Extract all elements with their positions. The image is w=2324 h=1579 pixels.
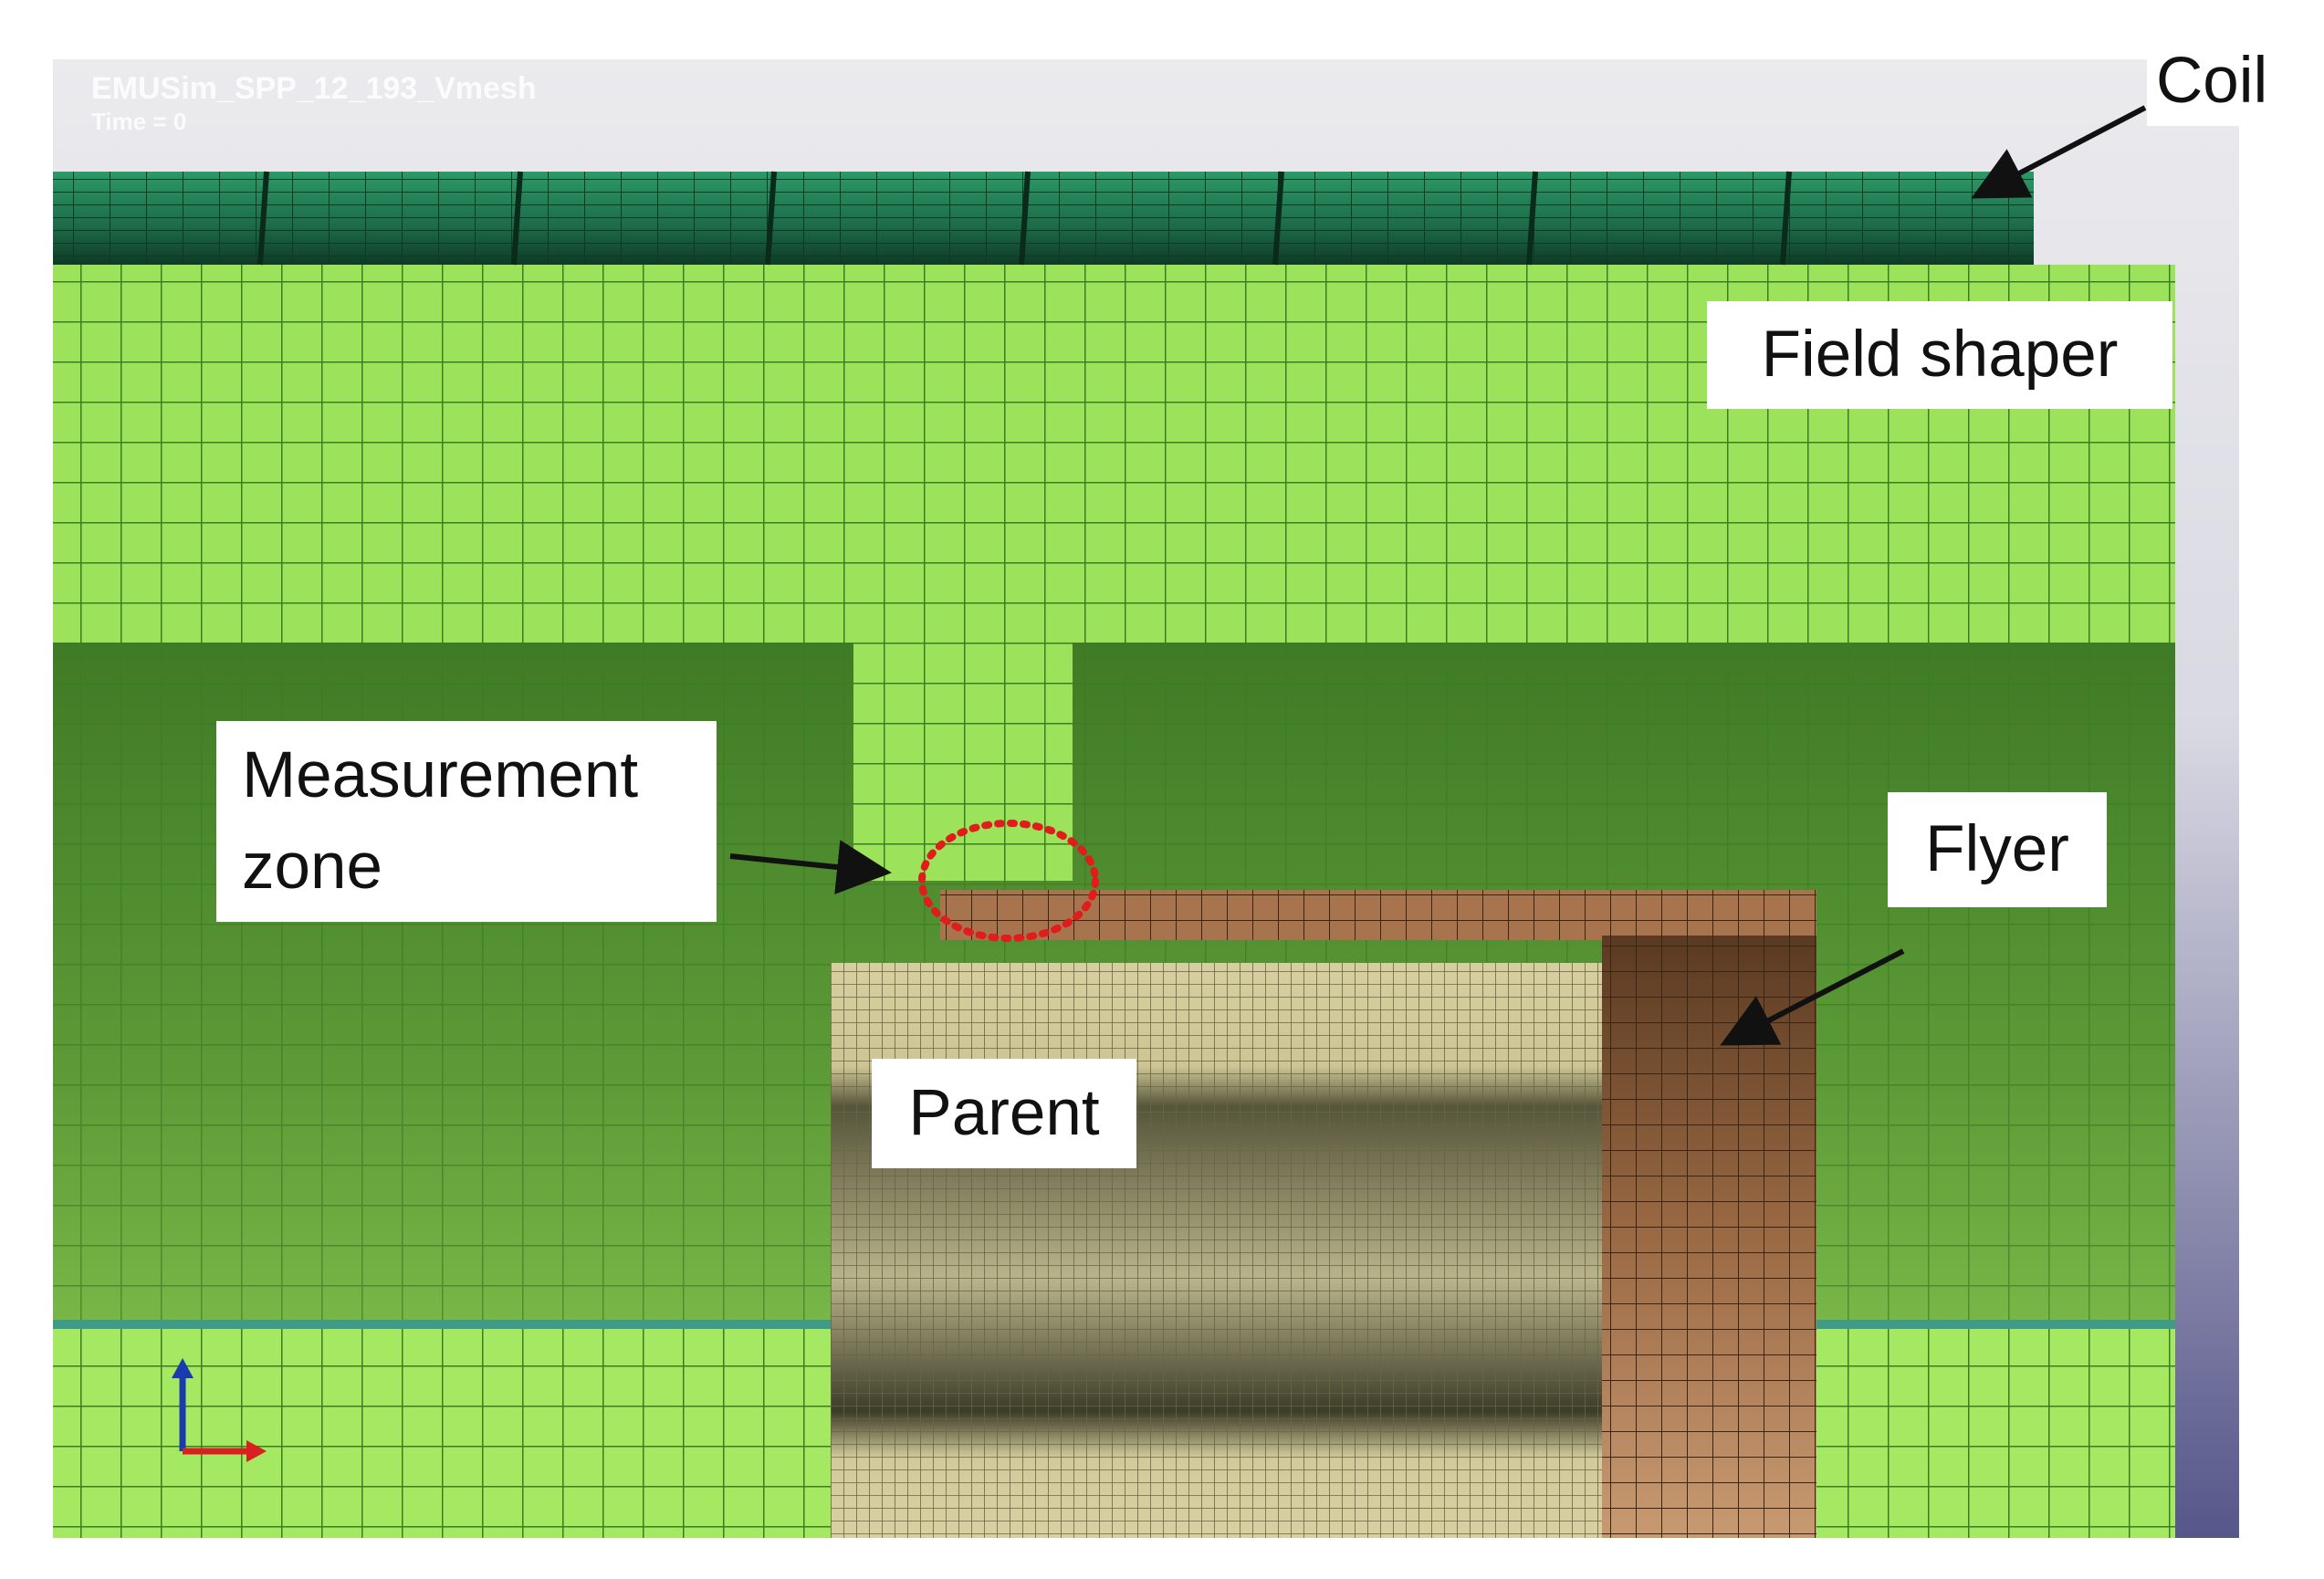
coil-grid (53, 172, 2034, 265)
measurement-zone-label-line1: Measurement (242, 739, 639, 811)
coil-label: Coil (2147, 37, 2277, 126)
coil-segment-gaps (257, 171, 1792, 266)
measurement-zone-label: Measurement zone (216, 721, 717, 922)
parent-label: Parent (872, 1059, 1136, 1168)
flyer-side-wall-grid (1602, 936, 1816, 1538)
axis-triad-icon (172, 1358, 267, 1462)
flyer-arrow-icon (1720, 948, 1905, 1046)
flyer-top-layer-grid (940, 890, 1816, 940)
flyer-label: Flyer (1888, 792, 2107, 907)
field-shaper-neck-grid (853, 639, 1073, 881)
field-shaper-label: Field shaper (1707, 301, 2172, 409)
viewport-title: EMUSim_SPP_12_193_Vmesh (91, 71, 537, 106)
measurement-arrow-icon (729, 840, 892, 894)
measurement-zone-marker (918, 820, 1099, 942)
coil-arrow-icon (1971, 105, 2147, 199)
measurement-zone-label-line2: zone (242, 831, 382, 903)
parent-grid (831, 963, 1602, 1538)
viewport-time: Time = 0 (91, 108, 187, 135)
